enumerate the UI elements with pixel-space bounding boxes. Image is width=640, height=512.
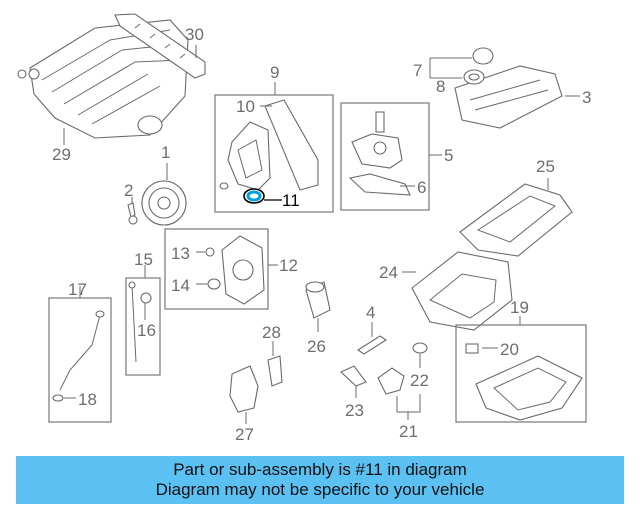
part-4-drawing	[356, 335, 388, 355]
callout-7: 7	[413, 61, 422, 80]
group-box-9	[214, 94, 334, 213]
part-21-22-drawing	[377, 342, 428, 395]
callout-21: 21	[399, 422, 418, 441]
callout-19: 19	[510, 298, 529, 317]
callout-8: 8	[436, 77, 445, 96]
parts-diagram: 29 30 1 2 9 10 11 5 6	[17, 13, 591, 444]
group-box-5	[340, 102, 430, 211]
callout-26: 26	[307, 337, 326, 356]
group-box-15	[125, 277, 161, 376]
callout-25: 25	[536, 157, 555, 176]
callout-13: 13	[171, 244, 190, 263]
callout-16: 16	[137, 321, 156, 340]
seal-part-11	[243, 188, 265, 204]
callout-30: 30	[185, 25, 204, 44]
callout-20: 20	[500, 340, 519, 359]
callout-11: 11	[282, 191, 300, 210]
caption-line-2: Diagram may not be specific to your vehi…	[155, 480, 485, 499]
callout-12: 12	[279, 256, 298, 275]
water-pump-drawing	[205, 235, 265, 305]
callout-18: 18	[78, 390, 97, 409]
intake-manifold-drawing	[17, 13, 206, 139]
callout-24: 24	[379, 263, 398, 282]
callout-14: 14	[171, 276, 190, 295]
callout-6: 6	[417, 178, 426, 197]
leader-21	[396, 394, 421, 420]
callout-22: 22	[410, 371, 429, 390]
callout-17: 17	[68, 280, 87, 299]
leader-7-8	[429, 57, 472, 79]
lower-oil-pan-drawing	[465, 343, 583, 421]
callout-1: 1	[161, 143, 170, 162]
callout-2: 2	[124, 181, 133, 200]
group-box-12	[164, 228, 269, 310]
callout-29: 29	[52, 145, 71, 164]
timing-cover-drawing	[219, 99, 319, 191]
dipstick-drawing	[128, 281, 152, 363]
bracket-27-drawing	[229, 355, 283, 413]
callout-10: 10	[236, 97, 255, 116]
part-23-drawing	[340, 365, 367, 387]
valve-cover-drawing	[454, 47, 563, 129]
oil-filter-drawing	[305, 281, 331, 319]
caption-banner: Part or sub-assembly is #11 in diagram D…	[16, 456, 624, 504]
cover-24-drawing	[411, 251, 513, 331]
dipstick-tube-drawing	[52, 310, 105, 402]
callout-27: 27	[235, 425, 254, 444]
callout-5: 5	[444, 146, 453, 165]
callout-15: 15	[134, 250, 153, 269]
callout-3: 3	[582, 88, 591, 107]
callout-23: 23	[345, 401, 364, 420]
upper-oil-pan-drawing	[459, 183, 573, 257]
callout-28: 28	[262, 323, 281, 342]
callout-4: 4	[366, 303, 375, 322]
caption-line-1: Part or sub-assembly is #11 in diagram	[173, 460, 467, 479]
group-box-19	[455, 324, 587, 423]
oil-pump-drawing	[348, 111, 411, 196]
callout-9: 9	[270, 63, 279, 82]
crank-pulley-drawing	[127, 180, 187, 226]
